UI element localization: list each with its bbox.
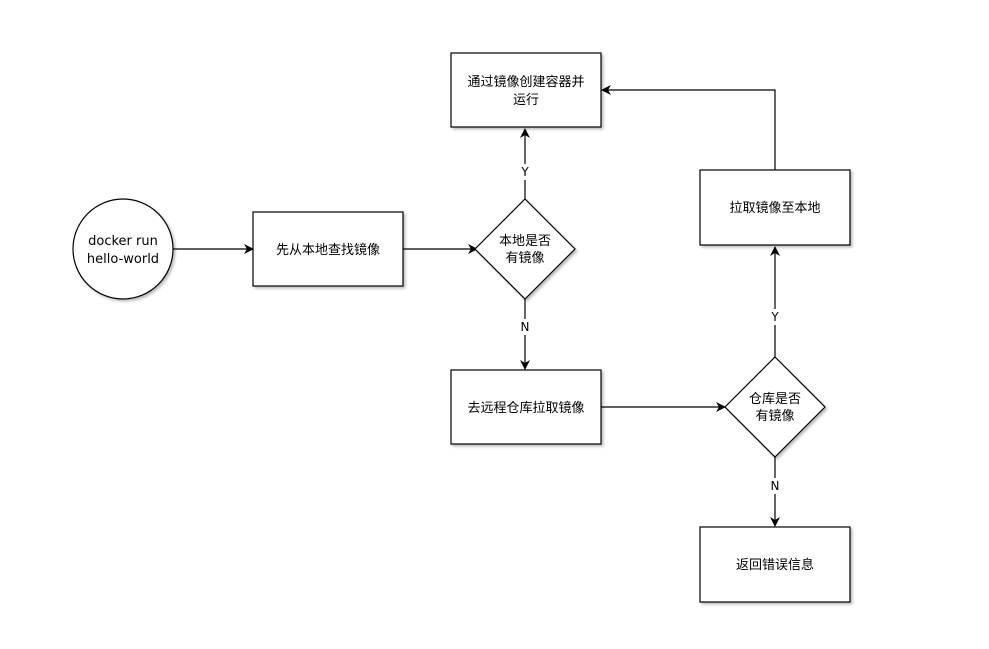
decision-local-label-line2: 有镜像 [505,251,544,266]
node-search-local-label: 先从本地查找镜像 [276,243,380,258]
node-return-error-label: 返回错误信息 [736,557,814,573]
node-create-run-container[interactable]: 通过镜像创建容器并 运行 [450,52,602,128]
edges [173,85,780,527]
node-create-run-label-line1: 通过镜像创建容器并 [467,74,584,90]
node-pull-to-local[interactable]: 拉取镜像至本地 [699,169,851,246]
edge-labels: Y N Y N [517,164,783,494]
start-node[interactable]: docker run hello-world [72,198,174,300]
node-search-local[interactable]: 先从本地查找镜像 [252,211,404,287]
edge-label-y-local: Y [520,165,529,179]
decision-local-has-image[interactable]: 本地是否 有镜像 [474,198,576,300]
node-return-error[interactable]: 返回错误信息 [699,526,851,603]
decision-repo-label-line2: 有镜像 [755,409,794,424]
decision-local-label-line1: 本地是否 [499,234,551,249]
edge-pull-local-to-create [601,85,776,170]
decision-repo-label-line1: 仓库是否 [749,391,801,407]
decision-repo-has-image[interactable]: 仓库是否 有镜像 [724,356,826,458]
node-pull-to-local-label: 拉取镜像至本地 [729,201,820,216]
node-create-run-label-line2: 运行 [513,93,539,108]
edge-label-y-repo: Y [770,310,779,324]
start-node-label-line1: docker run [88,234,158,249]
edge-label-n-repo: N [771,479,780,493]
start-node-label-line2: hello-world [87,252,159,267]
node-pull-remote[interactable]: 去远程仓库拉取镜像 [450,369,602,445]
node-pull-remote-label: 去远程仓库拉取镜像 [467,400,584,416]
edge-label-n-local: N [521,320,530,334]
